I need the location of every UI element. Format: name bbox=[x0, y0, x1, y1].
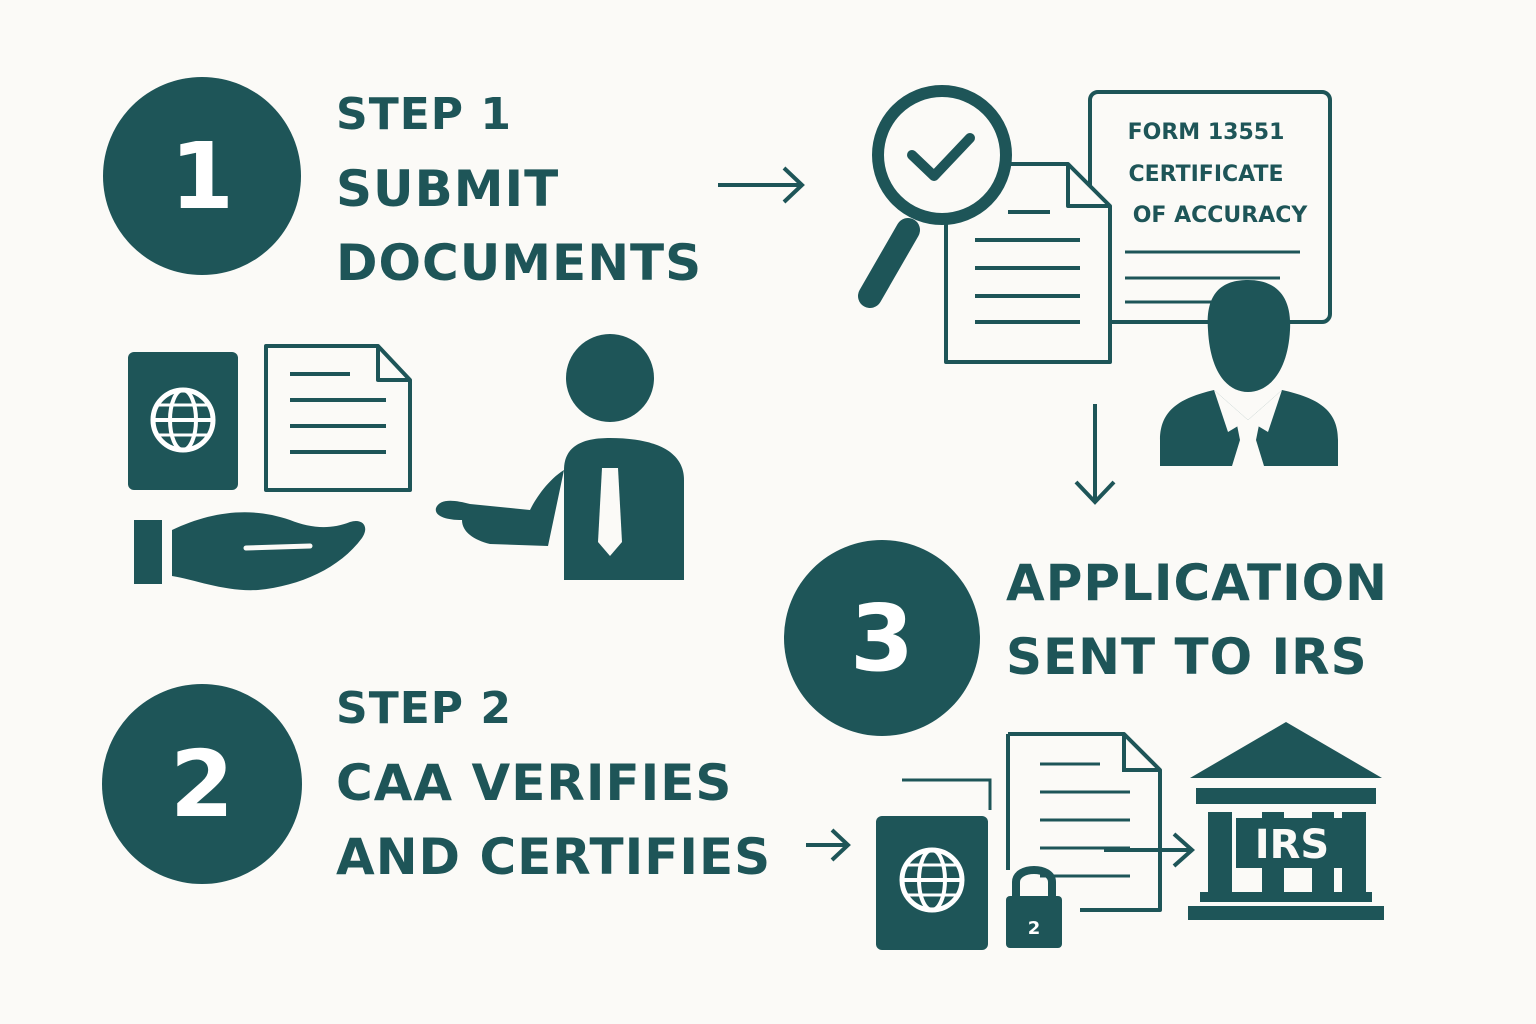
certificate-line3: OF ACCURACY bbox=[1133, 203, 1309, 228]
document-icon bbox=[944, 162, 1112, 364]
step-1-line1: SUBMIT bbox=[336, 160, 560, 218]
certificate-icon: FORM 13551 CERTIFICATE OF ACCURACY bbox=[1088, 90, 1332, 324]
step-3-number: 3 bbox=[849, 584, 914, 692]
step-2-line1: CAA VERIFIES bbox=[336, 754, 733, 812]
hand-icon bbox=[134, 512, 366, 591]
lock-label: 2 bbox=[1028, 918, 1041, 939]
arrow-right-icon bbox=[1104, 832, 1196, 868]
passport-icon bbox=[128, 352, 238, 490]
arrow-right-icon bbox=[718, 166, 805, 204]
step-2-number-circle: 2 bbox=[102, 684, 302, 884]
certificate-line1: FORM 13551 bbox=[1128, 120, 1285, 145]
official-person-icon bbox=[1160, 280, 1338, 466]
magnifier-check-icon bbox=[858, 85, 1012, 308]
document-stack-icon bbox=[902, 732, 1162, 912]
step-1-heading: STEP 1 bbox=[336, 89, 512, 140]
document-icon bbox=[264, 344, 412, 492]
step-2-heading: STEP 2 bbox=[336, 683, 512, 734]
arrow-right-icon bbox=[806, 828, 851, 862]
passport-icon bbox=[876, 816, 988, 950]
step-1-number: 1 bbox=[169, 122, 234, 230]
certificate-line2: CERTIFICATE bbox=[1128, 162, 1283, 187]
step-1-number-circle: 1 bbox=[103, 77, 301, 275]
lock-icon: 2 bbox=[1006, 866, 1062, 948]
step-2-text: STEP 2 CAA VERIFIES AND CERTIFIES bbox=[336, 672, 771, 894]
arrow-down-icon bbox=[1074, 404, 1116, 505]
step-3-line1: APPLICATION bbox=[1006, 554, 1389, 612]
agent-person-icon bbox=[435, 334, 684, 580]
irs-building-label: IRS bbox=[1255, 822, 1330, 868]
step-2-line2: AND CERTIFIES bbox=[336, 828, 772, 886]
irs-building-icon: IRS bbox=[1188, 722, 1384, 920]
step-1-line2: DOCUMENTS bbox=[336, 234, 703, 292]
step-3-line2: SENT TO IRS bbox=[1006, 628, 1368, 686]
step-3-number-circle: 3 bbox=[784, 540, 980, 736]
step-2-number: 2 bbox=[169, 730, 234, 838]
step-3-text: APPLICATION SENT TO IRS bbox=[1006, 546, 1388, 694]
step-1-text: STEP 1 SUBMIT DOCUMENTS bbox=[336, 78, 702, 300]
